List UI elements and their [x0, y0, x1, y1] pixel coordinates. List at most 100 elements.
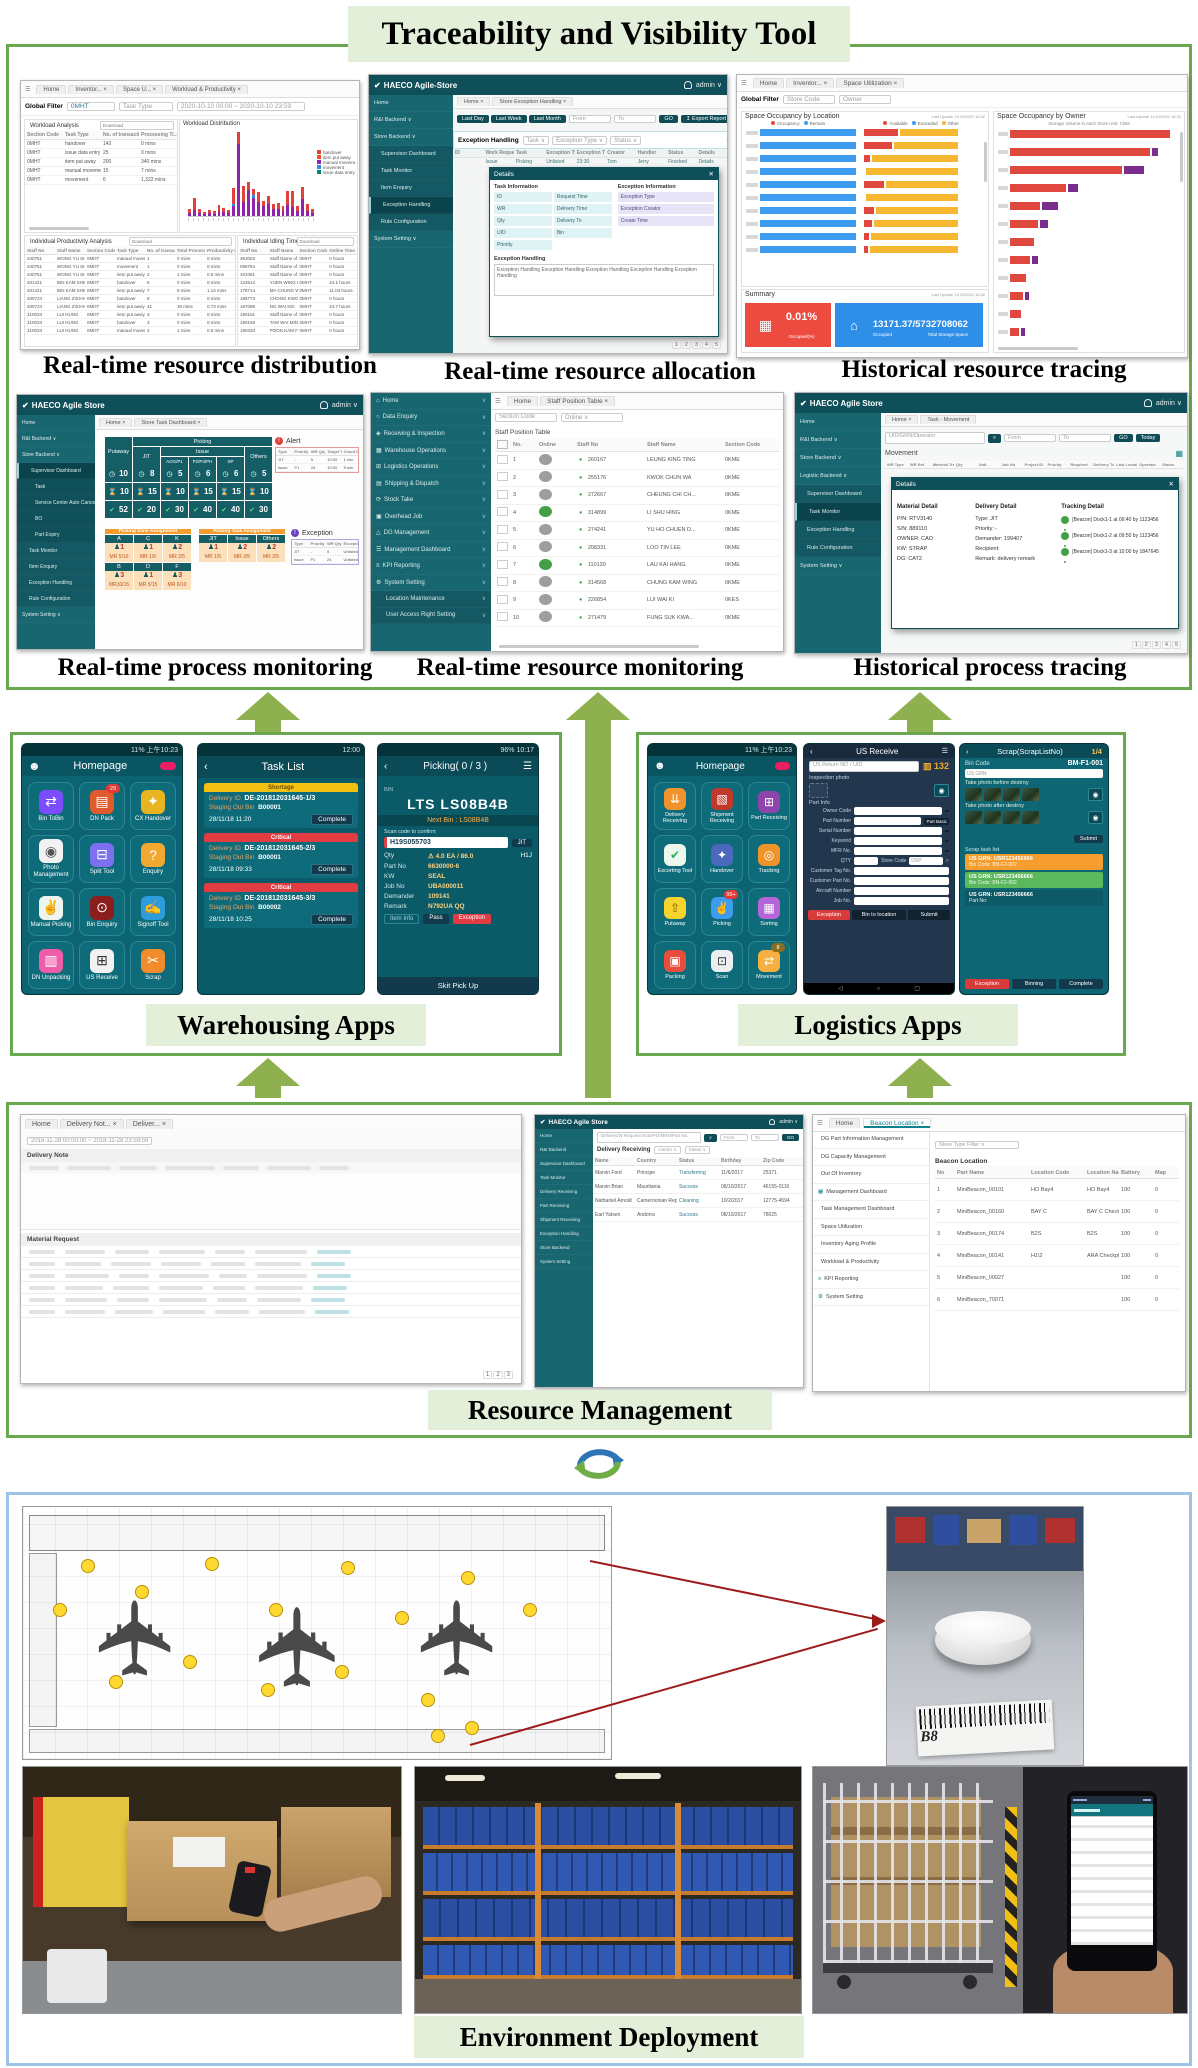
sidebar-item[interactable]: Store Backend	[535, 1241, 593, 1255]
column-header[interactable]: Section Code	[27, 132, 59, 138]
sidebar-item[interactable]: Rule Configuration	[369, 214, 453, 231]
grid-view-icon[interactable]: ▦	[1175, 449, 1183, 458]
page-button[interactable]: 3	[503, 1371, 513, 1379]
column-header[interactable]: Unit	[978, 462, 987, 467]
row-checkbox[interactable]	[497, 507, 508, 517]
qty-input[interactable]	[854, 857, 878, 865]
to-input[interactable]: To	[750, 1134, 779, 1141]
app-tile[interactable]: ✌ Manual Picking	[28, 888, 74, 936]
task-card[interactable]: Critical Delivery ID DE-201812031645-2/3…	[204, 833, 358, 878]
column-header[interactable]: Country	[637, 1158, 657, 1164]
v-scrollbar[interactable]	[984, 142, 987, 182]
text-input[interactable]	[854, 817, 922, 825]
sidebar-item[interactable]: Task Monitor	[535, 1171, 593, 1185]
row-checkbox[interactable]	[497, 542, 508, 552]
filter-select[interactable]: Task ∨	[522, 135, 550, 145]
app-tile[interactable]: ✦ Handover	[701, 835, 743, 883]
sidebar-item[interactable]: Item Enquiry	[369, 180, 453, 197]
app-tile[interactable]: ⊞ Part Receiving	[748, 782, 790, 830]
h-scrollbar[interactable]	[499, 645, 699, 648]
page-button[interactable]: 1	[671, 341, 681, 349]
app-tile[interactable]: ▣ Packing	[654, 941, 696, 989]
row-checkbox[interactable]	[497, 454, 508, 464]
sidebar-item[interactable]: Task Monitor	[369, 163, 453, 180]
back-icon[interactable]: ‹	[966, 746, 969, 756]
to-input[interactable]: To	[1059, 434, 1112, 442]
us-return-search-input[interactable]: US Return NO / UID	[809, 761, 919, 772]
sidebar-item[interactable]: Logistic Backend ∨	[795, 467, 881, 485]
tab[interactable]: Home ×	[99, 417, 133, 427]
tab[interactable]: Store Task Dashboard ×	[134, 417, 208, 427]
filter-select[interactable]: Exception Type ∨	[552, 135, 608, 145]
app-tile[interactable]: 29 ▤ DN Pack	[79, 782, 125, 830]
back-icon[interactable]: ‹	[384, 760, 388, 772]
part-basic-button[interactable]	[945, 850, 949, 852]
profile-icon[interactable]: ☻	[654, 760, 666, 772]
from-input[interactable]: From	[568, 115, 612, 123]
search-button[interactable]: ⌕	[988, 433, 1002, 443]
app-tile[interactable]: ⇊ Delivery Receiving	[654, 782, 696, 830]
exception-button[interactable]: Exception	[452, 914, 492, 924]
column-header[interactable]: Total Processing Time	[177, 248, 205, 253]
sidebar-item[interactable]: ⌂Home∨	[371, 393, 491, 410]
go-button[interactable]: GO	[781, 1134, 799, 1141]
range-button[interactable]: Last Day	[457, 115, 489, 123]
sidebar-item[interactable]: Task Management Dashboard	[813, 1201, 929, 1219]
to-input[interactable]: To	[614, 115, 657, 123]
notifications-icon[interactable]	[319, 401, 328, 409]
sidebar-item[interactable]: Supervisor Dashboard	[795, 485, 881, 503]
column-header[interactable]: No.	[513, 442, 522, 448]
column-header[interactable]: Staff No	[240, 248, 258, 253]
from-input[interactable]: From	[1004, 434, 1057, 442]
store-type-filter[interactable]: Store Type Filter ∨	[935, 1141, 1019, 1149]
scan-code-input[interactable]: H19S055703	[384, 837, 508, 848]
column-header[interactable]: Online	[539, 442, 557, 448]
app-tile[interactable]: ✍ Signoff Tool	[130, 888, 176, 936]
app-tile[interactable]: ◎ Tracking	[748, 835, 790, 883]
sidebar-item[interactable]: System Setting ∨	[795, 557, 881, 575]
sidebar-item[interactable]: Home	[535, 1129, 593, 1143]
row-checkbox[interactable]	[497, 577, 508, 587]
search-icon[interactable]: ⌕	[945, 857, 949, 864]
tab[interactable]: Workload & Productivity ×	[165, 84, 248, 94]
notifications-icon[interactable]	[769, 1119, 776, 1125]
download-button[interactable]: Download	[296, 237, 354, 246]
column-header[interactable]: Task	[515, 150, 527, 156]
column-header[interactable]: Status	[1162, 462, 1175, 467]
task-card[interactable]: Shortage Delivery ID DE-201812031645-1/3…	[204, 783, 358, 828]
sidebar-item[interactable]: ≡KPI Reporting	[813, 1271, 929, 1289]
submit-button[interactable]: Submit	[908, 910, 950, 920]
app-tile[interactable]: ⊙ Bin Enquiry	[79, 888, 125, 936]
row-checkbox[interactable]	[497, 612, 508, 622]
search-button[interactable]: ⌕	[704, 1133, 717, 1142]
app-tile[interactable]: ◉ Photo Management	[28, 835, 74, 883]
sidebar-item[interactable]: User Access Right Setting∨	[371, 607, 491, 624]
sidebar-item[interactable]: Store Backend ∨	[795, 449, 881, 467]
sidebar-item[interactable]: Store Backend ∨	[17, 447, 95, 463]
sidebar-item[interactable]: ◈Receiving & Inspection∨	[371, 426, 491, 443]
sidebar-item[interactable]: DG Part Information Management	[813, 1131, 929, 1149]
column-header[interactable]: Status	[679, 1158, 695, 1164]
column-header[interactable]: Work Request	[485, 150, 513, 156]
part-basic-button[interactable]	[945, 830, 949, 832]
range-button[interactable]: Last Month	[528, 115, 566, 123]
complete-button[interactable]: Complete	[311, 864, 353, 875]
column-header[interactable]: Required	[1070, 462, 1088, 467]
column-header[interactable]: Online Time	[329, 248, 355, 253]
text-input[interactable]	[854, 897, 949, 905]
submit-button[interactable]: Submit	[1073, 835, 1103, 843]
menu-icon[interactable]: ☰	[523, 760, 532, 772]
column-header[interactable]: Operator	[1139, 462, 1157, 467]
column-header[interactable]: Delivery To	[1093, 462, 1115, 467]
sidebar-item[interactable]: Task	[17, 479, 95, 495]
column-header[interactable]: Name	[595, 1158, 609, 1164]
column-header[interactable]: Battery	[1121, 1169, 1140, 1176]
tab[interactable]: Home	[752, 78, 785, 88]
page-button[interactable]: 4	[1161, 641, 1171, 649]
column-header[interactable]: Zip Code	[763, 1158, 785, 1164]
owner-input[interactable]: Owner	[838, 94, 891, 104]
row-checkbox[interactable]	[497, 472, 508, 482]
sidebar-item[interactable]: R&I Backend ∨	[17, 431, 95, 447]
binning-button[interactable]: Binning	[1012, 979, 1056, 989]
camera-button[interactable]: ◉	[1088, 788, 1103, 801]
